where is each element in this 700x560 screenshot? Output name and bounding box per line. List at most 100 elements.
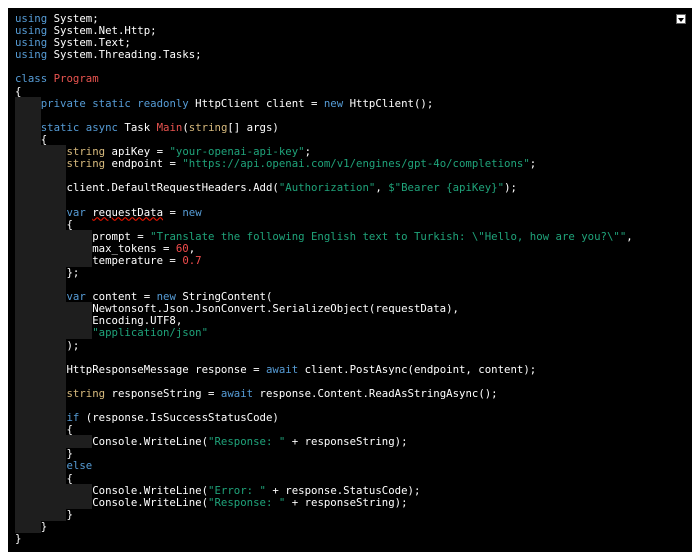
code-window: using System;using System.Net.Http;using… [8,8,692,552]
code-line [15,278,633,292]
code-token: , [375,181,389,195]
code-line: Console.WriteLine("Response: " + respons… [15,435,633,449]
code-line: Console.WriteLine("Error: " + response.S… [15,483,633,497]
code-token [15,145,67,159]
code-line: max_tokens = 60, [15,241,633,255]
code-token [15,386,67,400]
code-token: Newtonsoft.Json.JsonConvert.SerializeObj… [92,302,459,316]
code-token: new [156,290,176,304]
code-line: if (response.IsSuccessStatusCode) [15,411,633,425]
code-token: client.DefaultRequestHeaders.Add( [66,181,279,195]
code-line [15,399,633,412]
code-token: "https://api.openai.com/v1/engines/gpt-4… [182,157,530,171]
code-line: private static readonly HttpClient clien… [15,96,633,110]
code-token: = [163,205,183,219]
code-token [15,459,67,473]
code-line: Encoding.UTF8, [15,314,633,328]
code-token: client.PostAsync(endpoint, content); [298,362,537,376]
code-token [15,314,93,328]
code-token: } [66,447,73,461]
code-token: "your-openai-api-key" [169,145,305,159]
code-token: using [15,48,48,62]
code-token: ); [66,338,80,352]
code-token: Console.WriteLine( [92,495,209,509]
code-token: Task [117,120,157,134]
code-token [15,362,67,376]
code-token: new [182,205,202,219]
code-token: } [40,519,48,533]
code-token: { [66,217,73,231]
code-line: using System.Text; [15,37,633,49]
code-line: var content = new StringContent( [15,290,633,304]
code-token: Program [53,72,99,86]
code-token: string [66,386,106,400]
code-token: "Error: " [208,483,266,497]
code-token: class [15,72,48,86]
code-line: Console.WriteLine("Response: " + respons… [15,495,633,509]
code-token [15,447,67,461]
code-token [15,374,67,388]
code-line: var requestData = new [15,205,633,219]
code-line [15,193,633,207]
code-token [15,435,93,449]
code-token [15,169,67,183]
code-token: var [66,290,86,304]
code-token [15,193,67,207]
code-token: System.Threading.Tasks; [47,48,202,62]
code-token: System; [47,12,99,25]
code-token: + responseString); [285,435,408,449]
code-token: , [188,241,196,255]
code-line: using System.Net.Http; [15,25,633,37]
code-token: using [15,36,48,50]
code-token: ; [304,145,312,159]
code-token: endpoint = [105,157,183,171]
code-token: prompt = [92,229,151,243]
code-line: "application/json" [15,326,633,340]
code-line: client.DefaultRequestHeaders.Add("Author… [15,181,633,195]
code-token: HttpClient client = [188,96,324,110]
code-line [15,108,633,122]
code-token: string [66,145,106,159]
code-token [15,471,67,485]
code-line: string endpoint = "https://api.openai.co… [15,157,633,171]
code-line: ); [15,338,633,352]
code-token [15,241,93,255]
code-token [15,217,67,231]
code-line: class Program [15,73,633,85]
code-line: { [15,471,633,485]
code-token [15,350,67,364]
code-token: , [626,229,633,243]
code-token: "application/json" [92,326,209,340]
code-token [15,157,67,171]
code-token: await [265,362,299,376]
code-block[interactable]: using System;using System.Net.Http;using… [15,12,633,545]
code-token: response.Content.ReadAsStringAsync(); [253,386,498,400]
code-token: 0.7 [182,253,202,267]
code-line: prompt = "Translate the following Englis… [15,229,633,243]
code-token: 60 [175,241,189,255]
chevron-down-icon[interactable] [676,14,686,24]
code-token: { [66,423,73,437]
code-token [15,423,67,437]
code-token [15,483,93,497]
code-line: Newtonsoft.Json.JsonConvert.SerializeObj… [15,302,633,316]
code-token [15,132,41,146]
code-line: } [15,507,633,521]
code-token [15,302,93,316]
code-token: Encoding.UTF8, [92,314,183,328]
code-token: string [66,157,106,171]
code-line: string apiKey = "your-openai-api-key"; [15,145,633,159]
code-token [15,229,93,243]
code-token: System.Net.Http; [47,24,157,38]
code-token: + responseString); [285,495,408,509]
code-token [15,411,67,425]
code-line: temperature = 0.7 [15,253,633,267]
code-token [15,278,67,292]
code-token: ( [182,120,189,134]
code-line: }; [15,265,633,279]
code-token: StringContent( [175,290,273,304]
code-line: } [15,447,633,461]
code-token: Console.WriteLine( [92,483,209,497]
code-line: HttpResponseMessage response = await cli… [15,362,633,376]
code-token: else [66,459,93,473]
